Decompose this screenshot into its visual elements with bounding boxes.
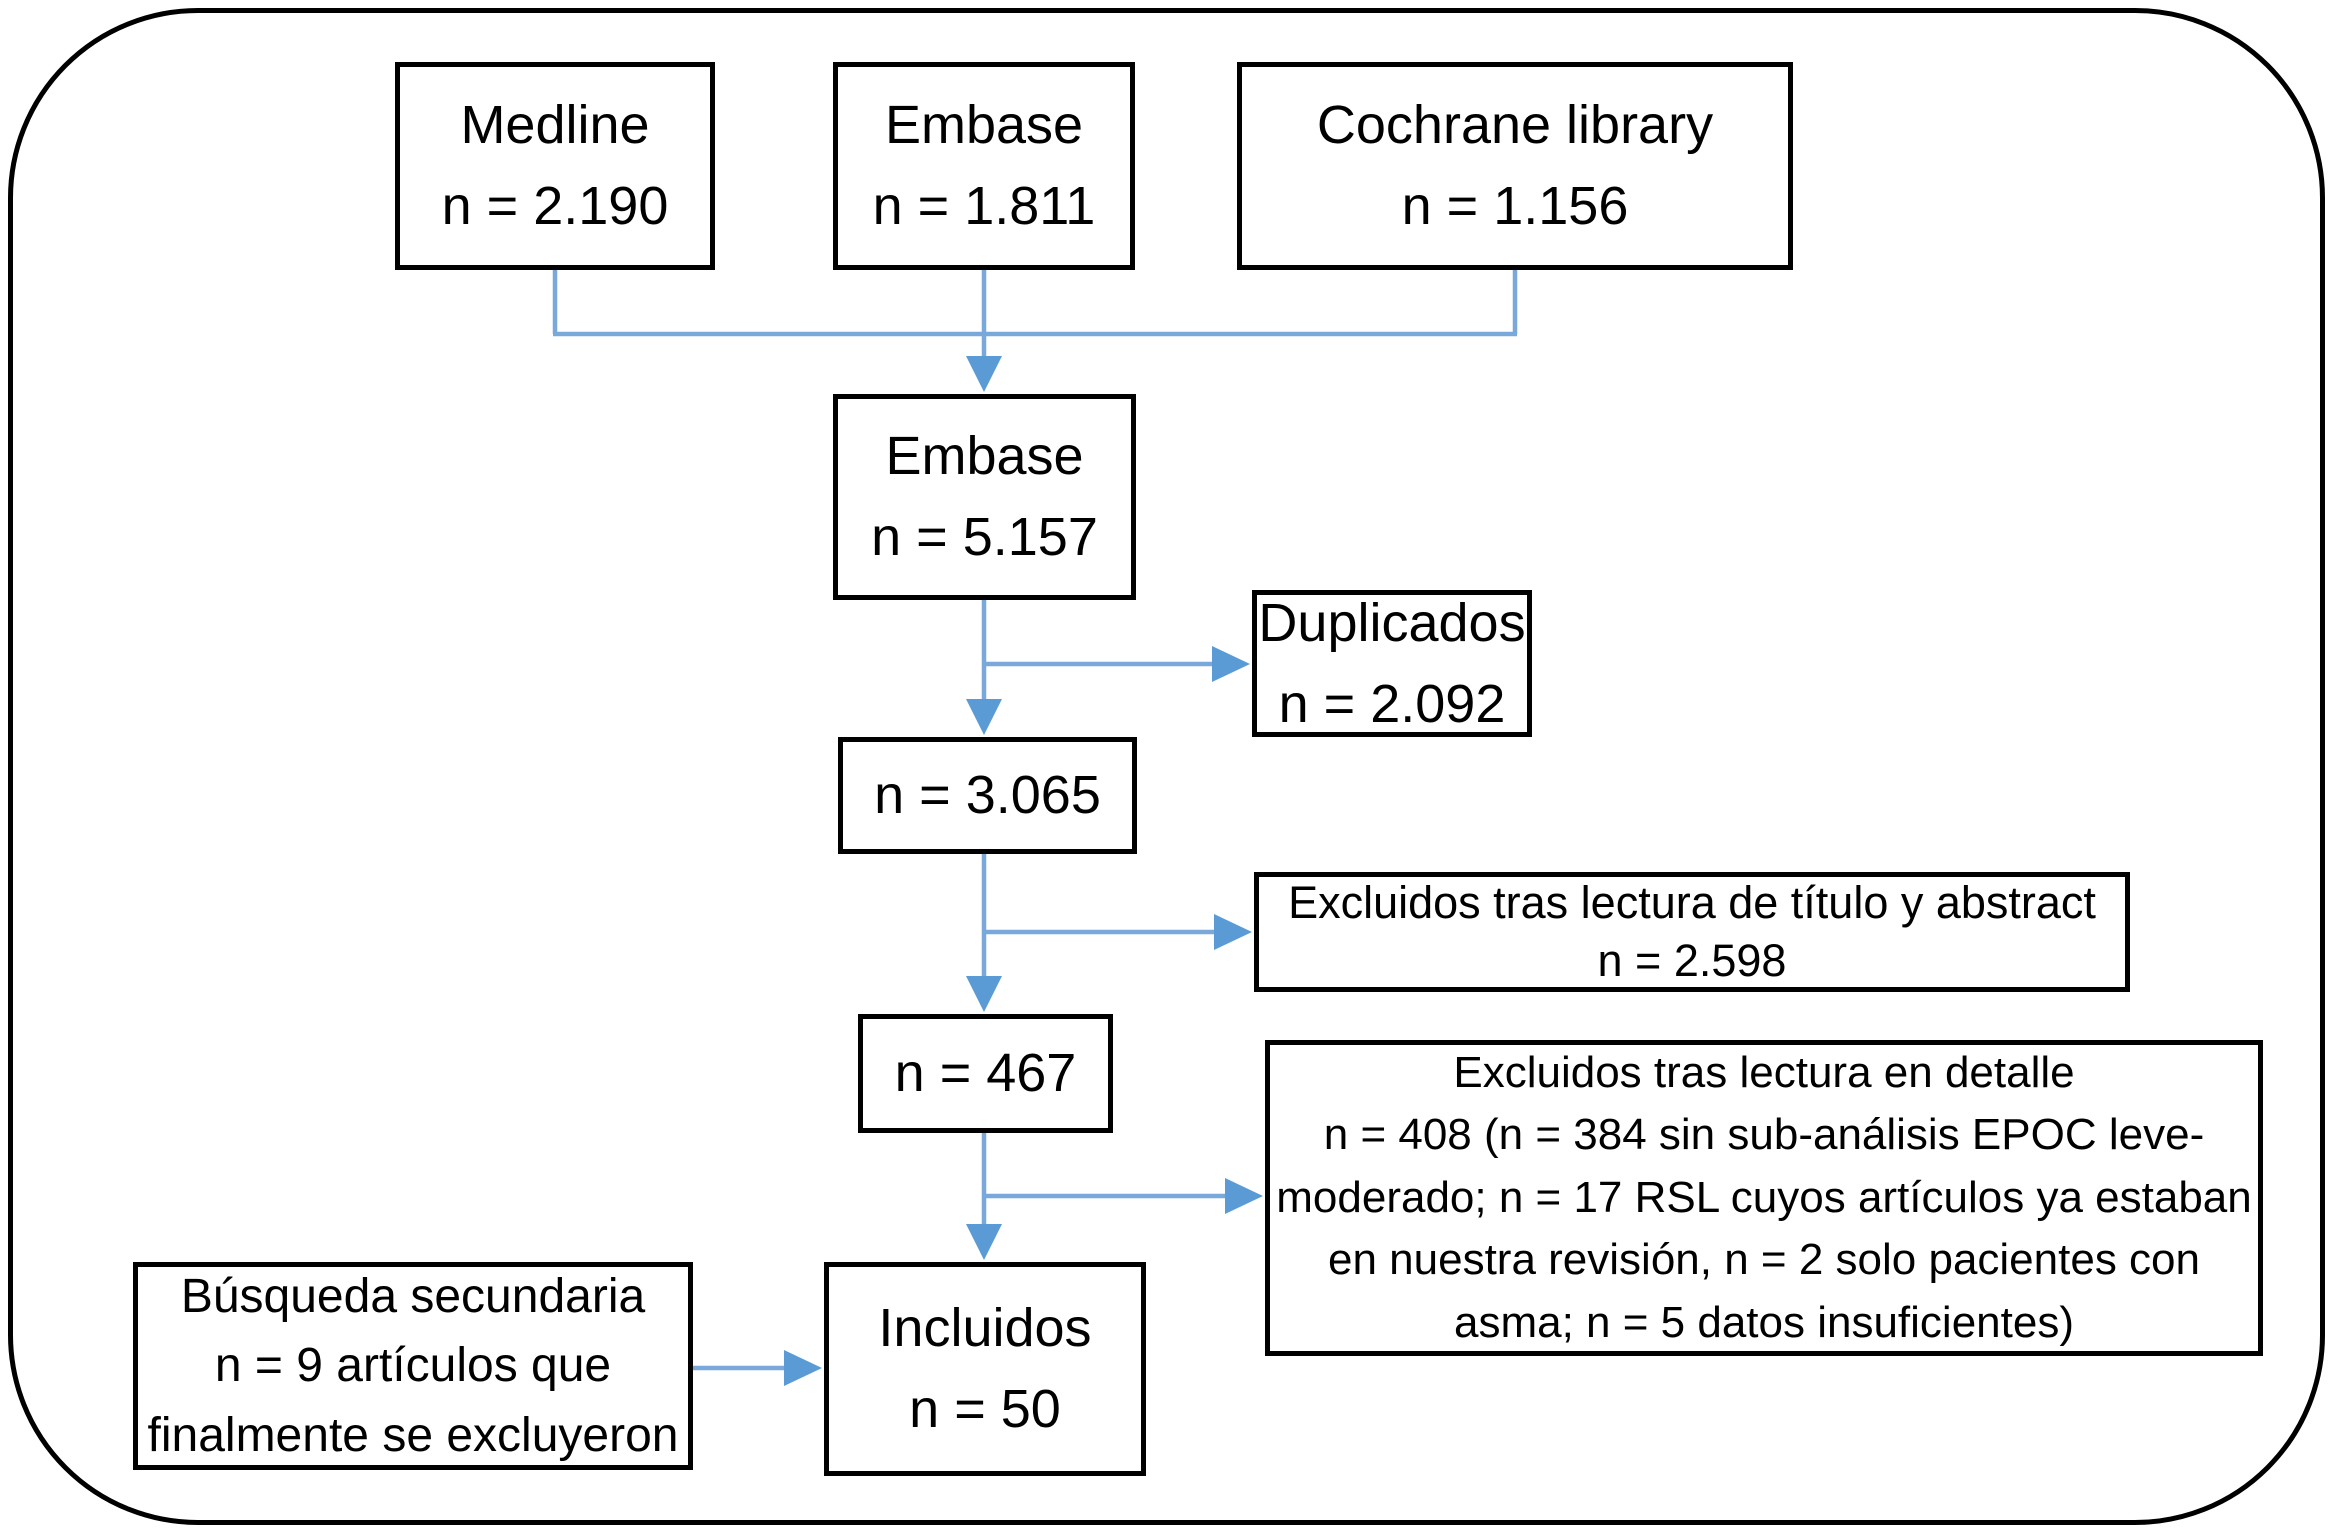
arrowhead-into-title-excluded <box>1214 914 1252 950</box>
node-detail-line: finalmente se excluyeron <box>147 1408 679 1462</box>
node-after-screening: n = 467 <box>858 1014 1113 1133</box>
node-excluded-title-abstract: Excluidos tras lectura de título y abstr… <box>1254 872 2130 992</box>
node-detail-line: en nuestra revisión, n = 2 solo paciente… <box>1328 1235 2200 1285</box>
node-count: n = 2.092 <box>1278 673 1506 734</box>
node-label: Embase <box>884 95 1084 155</box>
node-label: Embase <box>885 426 1084 486</box>
connector-dedup-to-screened <box>966 854 1252 1012</box>
arrowhead-into-combined <box>966 356 1002 392</box>
node-detail-line: moderado; n = 17 RSL cuyos artículos ya … <box>1276 1172 2252 1222</box>
node-detail-line: n = 408 (n = 384 sin sub-análisis EPOC l… <box>1323 1110 2205 1160</box>
node-incluidos: Incluidos n = 50 <box>824 1262 1146 1476</box>
node-count: n = 5.157 <box>871 507 1098 567</box>
connector-secondary-to-included <box>693 1350 822 1386</box>
node-count: n = 3.065 <box>874 765 1101 825</box>
node-excluded-fulltext: Excluidos tras lectura en detalle n = 40… <box>1265 1040 2263 1356</box>
node-label: Medline <box>460 95 650 155</box>
node-after-deduplication: n = 3.065 <box>838 737 1137 854</box>
connector-top-merge <box>552 270 1518 392</box>
node-detail-line: n = 9 artículos que <box>214 1339 612 1393</box>
connector-screened-to-included <box>966 1133 1263 1260</box>
node-embase-top: Embase n = 1.811 <box>833 62 1135 270</box>
node-label: Excluidos tras lectura en detalle <box>1453 1047 2075 1097</box>
node-count: n = 467 <box>894 1043 1077 1103</box>
arrowhead-secondary-into-included <box>784 1350 822 1386</box>
node-duplicados: Duplicados n = 2.092 <box>1252 590 1532 737</box>
node-label: Búsqueda secundaria <box>180 1270 646 1324</box>
node-count: n = 50 <box>909 1379 1061 1439</box>
node-medline: Medline n = 2.190 <box>395 62 715 270</box>
node-count: n = 1.156 <box>1401 176 1629 236</box>
arrowhead-into-fulltext-excluded <box>1225 1178 1263 1214</box>
node-count: n = 2.190 <box>441 176 669 236</box>
node-count: n = 2.598 <box>1597 935 1787 986</box>
node-cochrane-library: Cochrane library n = 1.156 <box>1237 62 1793 270</box>
node-busqueda-secundaria: Búsqueda secundaria n = 9 artículos que … <box>133 1262 693 1470</box>
arrowhead-into-included <box>966 1224 1002 1260</box>
node-label: Excluidos tras lectura de título y abstr… <box>1288 876 2096 928</box>
arrowhead-into-duplicates <box>1212 646 1250 682</box>
node-label: Incluidos <box>878 1298 1092 1358</box>
node-count: n = 1.811 <box>872 176 1096 236</box>
connector-combined-to-dedup <box>966 600 1250 735</box>
node-label: Duplicados <box>1258 592 1526 653</box>
node-label: Cochrane library <box>1316 95 1714 155</box>
node-detail-line: asma; n = 5 datos insuficientes) <box>1454 1297 2074 1347</box>
arrowhead-into-screened <box>966 976 1002 1012</box>
node-combined-embase: Embase n = 5.157 <box>833 394 1136 600</box>
figure-rounded-border <box>8 8 2325 1525</box>
arrowhead-into-dedup <box>966 699 1002 735</box>
